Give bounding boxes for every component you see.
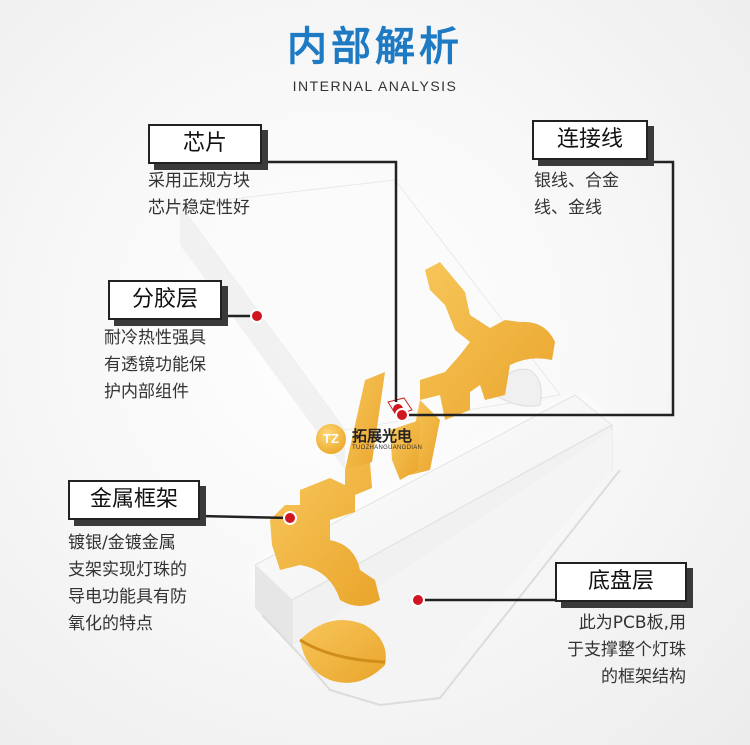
- bottom-pad: [300, 620, 386, 683]
- desc-chip: 采用正规方块 芯片稳定性好: [148, 171, 250, 218]
- desc-frame: 镀银/金镀金属 支架实现灯珠的 导电功能具有防 氧化的特点: [68, 533, 187, 634]
- label-chip: 芯片: [148, 124, 262, 164]
- brand-logo: TZ 拓展光电 TUOZHANGUANGDIAN: [316, 424, 422, 454]
- label-frame: 金属框架: [68, 480, 200, 520]
- frame-left: [270, 372, 385, 606]
- frame-right: [390, 262, 555, 480]
- marker-dots: [250, 309, 425, 607]
- label-base: 底盘层: [555, 562, 687, 602]
- desc-glue: 耐冷热性强具 有透镜功能保 护内部组件: [104, 328, 206, 402]
- logo-name-en: TUOZHANGUANGDIAN: [352, 444, 423, 451]
- logo-text: 拓展光电 TUOZHANGUANGDIAN: [352, 426, 423, 451]
- callout-lines: [199, 160, 675, 602]
- page-title: 内部解析: [287, 24, 463, 70]
- label-glue: 分胶层: [108, 280, 222, 320]
- logo-icon: TZ: [316, 424, 346, 454]
- desc-base: 此为PCB板,用 于支撑整个灯珠 的框架结构: [567, 613, 686, 687]
- logo-name-cn: 拓展光电: [352, 426, 413, 445]
- desc-wire: 银线、合金 线、金线: [534, 171, 619, 218]
- page-subtitle: INTERNAL ANALYSIS: [292, 78, 458, 94]
- label-wire: 连接线: [532, 120, 648, 160]
